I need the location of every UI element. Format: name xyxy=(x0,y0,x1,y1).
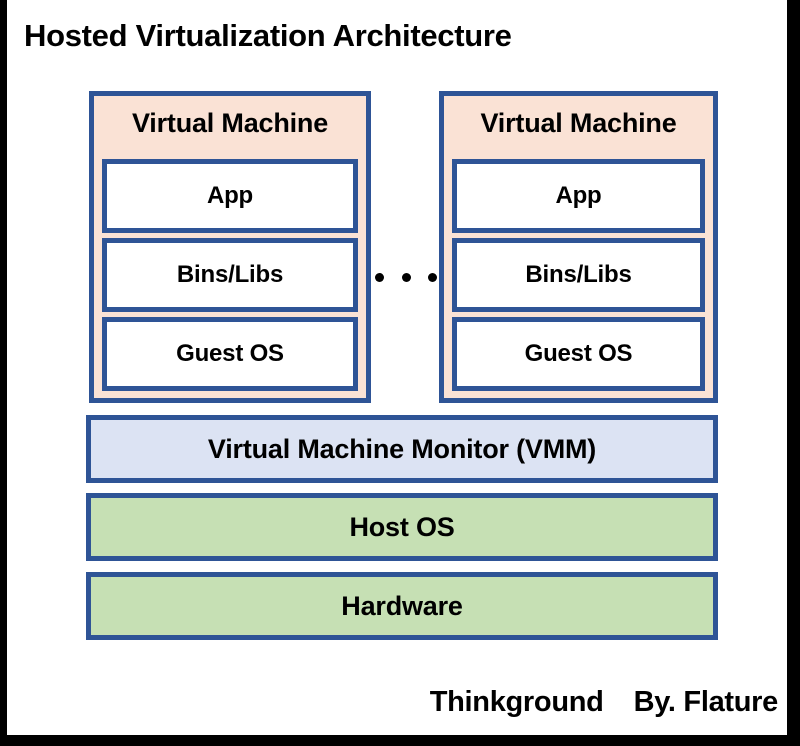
footer: Thinkground By. Flature xyxy=(429,686,779,719)
ellipsis-dot xyxy=(401,272,411,282)
ellipsis-dot xyxy=(375,272,384,282)
vm-layer-label: App xyxy=(555,182,602,209)
vm-layer-label: Guest OS xyxy=(176,340,284,367)
vm-layer-guest-os: Guest OS xyxy=(452,317,705,391)
footer-brand: Thinkground xyxy=(429,686,604,718)
vm-layer-label: Bins/Libs xyxy=(525,261,632,288)
diagram-canvas: Hosted Virtualization Architecture Virtu… xyxy=(7,0,787,735)
ellipsis-dot xyxy=(428,272,437,282)
vm-layer-app: App xyxy=(102,159,358,233)
virtual-machine-title: Virtual Machine xyxy=(480,108,677,138)
vm-layer-guest-os: Guest OS xyxy=(102,317,358,391)
vm-layer-bins-libs: Bins/Libs xyxy=(452,238,705,312)
vm-layer-app: App xyxy=(452,159,705,233)
virtual-machine-box-left: Virtual Machine App Bins/Libs Guest OS xyxy=(89,91,371,403)
layer-virtual-machine-monitor: Virtual Machine Monitor (VMM) xyxy=(86,415,718,483)
vm-layer-bins-libs: Bins/Libs xyxy=(102,238,358,312)
layer-label: Host OS xyxy=(349,511,455,542)
layer-hardware: Hardware xyxy=(86,572,718,640)
vm-layer-label: Bins/Libs xyxy=(176,261,284,288)
footer-author: By. Flature xyxy=(633,686,779,718)
ellipsis-icon xyxy=(375,262,437,292)
layer-label: Virtual Machine Monitor (VMM) xyxy=(207,433,597,464)
layer-host-os: Host OS xyxy=(86,493,718,561)
virtual-machine-layer-stack: App Bins/Libs Guest OS xyxy=(102,159,358,391)
page-title: Hosted Virtualization Architecture xyxy=(24,18,512,53)
layer-label: Hardware xyxy=(341,590,463,621)
virtual-machine-layer-stack: App Bins/Libs Guest OS xyxy=(452,159,705,391)
vm-layer-label: App xyxy=(206,182,254,209)
virtual-machine-title: Virtual Machine xyxy=(131,108,329,138)
virtual-machine-box-right: Virtual Machine App Bins/Libs Guest OS xyxy=(439,91,718,403)
vm-layer-label: Guest OS xyxy=(524,340,633,367)
